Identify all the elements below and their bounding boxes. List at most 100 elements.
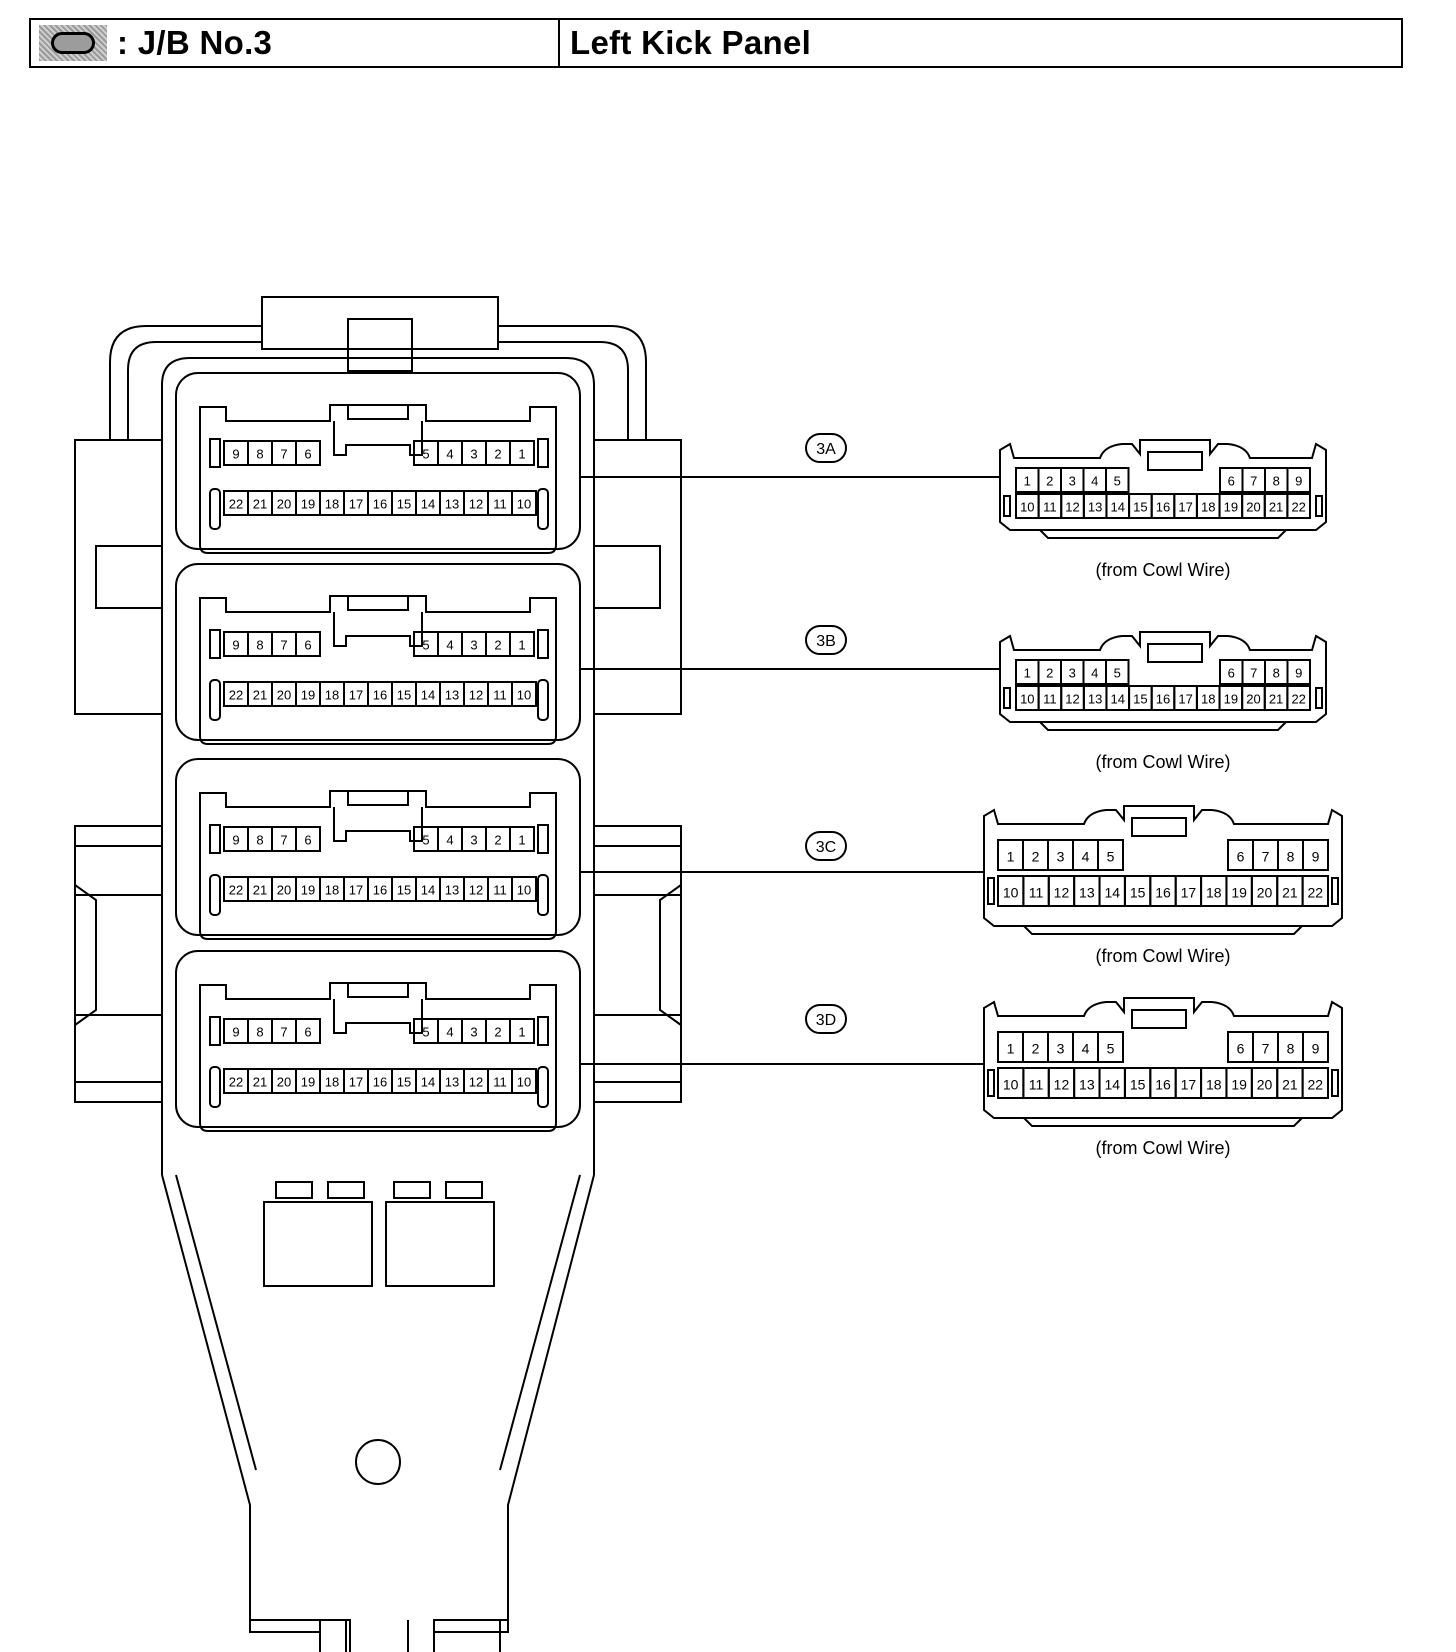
pin-cell: [511, 1068, 537, 1094]
pin-number: 17: [349, 882, 363, 897]
pin-number: 14: [421, 687, 435, 702]
pin-number: 13: [445, 1074, 459, 1089]
pin-number: 18: [325, 496, 339, 511]
pin-number: 12: [1065, 499, 1079, 514]
pin-number: 15: [397, 496, 411, 511]
pin-number: 11: [493, 1074, 507, 1089]
pin-number: 18: [325, 687, 339, 702]
pin-cell: [1286, 685, 1312, 711]
pin-number: 2: [494, 637, 501, 652]
connector-guide-left: [987, 877, 995, 905]
pin-number: 16: [1156, 499, 1170, 514]
pin-number: 1: [1007, 1041, 1015, 1057]
socket-outline: [199, 595, 557, 745]
pin-number: 17: [1178, 499, 1192, 514]
pin-cell: [295, 440, 321, 466]
pin-number: 18: [1201, 499, 1215, 514]
mounting-hole: [355, 1439, 401, 1485]
pin-number: 1: [1024, 473, 1031, 488]
pin-number: 15: [1133, 499, 1147, 514]
pin-number: 16: [1156, 691, 1170, 706]
pin-number: 14: [421, 496, 435, 511]
socket-polarity-left: [209, 438, 221, 468]
pin-cell: [1302, 1031, 1329, 1063]
pin-number: 5: [1114, 473, 1121, 488]
socket-key: [333, 421, 423, 456]
pin-cell: [1302, 839, 1329, 871]
pin-number: 7: [280, 1024, 287, 1039]
pin-number: 16: [373, 1074, 387, 1089]
pin-number: 12: [1054, 1077, 1070, 1093]
connector-id: 3A: [816, 441, 836, 458]
pin-number: 8: [256, 832, 263, 847]
socket-latch: [347, 595, 409, 611]
socket-latch: [347, 790, 409, 806]
pin-number: 15: [1133, 691, 1147, 706]
pin-cell: [1301, 1067, 1329, 1099]
pin-number: 7: [280, 832, 287, 847]
socket-polarity-left: [209, 1016, 221, 1046]
socket-polarity-right: [537, 824, 549, 854]
pin-number: 15: [1130, 885, 1146, 901]
top-tab: [261, 296, 499, 350]
pin-number: 19: [1231, 1077, 1247, 1093]
pin-number: 2: [1046, 473, 1053, 488]
pin-number: 18: [325, 882, 339, 897]
socket-key: [333, 612, 423, 647]
connector-base: [1039, 721, 1287, 731]
pin-number: 5: [1107, 1041, 1115, 1057]
pin-number: 17: [1181, 1077, 1197, 1093]
pin-number: 22: [1291, 691, 1305, 706]
pin-number: 8: [1273, 473, 1280, 488]
pin-number: 19: [1231, 885, 1247, 901]
connector-source-label: (from Cowl Wire): [1096, 946, 1231, 966]
pin-cell: [509, 631, 535, 657]
connector-housing: [999, 631, 1327, 723]
socket-guide-right: [537, 874, 549, 916]
pin-number: 20: [277, 496, 291, 511]
connector-source-label: (from Cowl Wire): [1096, 752, 1231, 772]
pin-number: 13: [1079, 1077, 1095, 1093]
pin-number: 11: [1029, 1077, 1044, 1093]
body-base-outline: [249, 1505, 509, 1632]
socket-guide-right: [537, 679, 549, 721]
pin-number: 12: [469, 687, 483, 702]
right-bracket-wedge: [659, 884, 682, 1026]
body-base-stem: [319, 1620, 435, 1652]
pin-number: 17: [1178, 691, 1192, 706]
connector-latch: [1131, 817, 1187, 837]
socket-guide-left: [209, 488, 221, 530]
right-bracket-lines: [594, 845, 681, 1083]
pin-number: 6: [1228, 665, 1235, 680]
pin-number: 8: [1273, 665, 1280, 680]
pin-number: 9: [1295, 473, 1302, 488]
pin-number: 22: [1308, 1077, 1324, 1093]
pin-cell: [295, 826, 321, 852]
pin-number: 14: [421, 882, 435, 897]
pin-number: 2: [494, 1024, 501, 1039]
pin-number: 2: [1032, 1041, 1040, 1057]
pin-number: 1: [1007, 849, 1015, 865]
pin-number: 21: [253, 1074, 267, 1089]
pin-number: 14: [1104, 885, 1120, 901]
pin-number: 22: [229, 882, 243, 897]
slot: [393, 1181, 431, 1199]
pin-number: 3: [1057, 1041, 1065, 1057]
pin-number: 4: [1091, 473, 1098, 488]
pin-number: 10: [517, 687, 531, 702]
pin-number: 12: [1054, 885, 1070, 901]
pin-number: 20: [277, 687, 291, 702]
pin-number: 6: [304, 832, 311, 847]
left-bracket-upper: [74, 439, 163, 715]
pin-number: 3: [470, 637, 477, 652]
pin-number: 2: [494, 446, 501, 461]
pin-number: 10: [1020, 691, 1034, 706]
pin-number: 11: [1029, 885, 1044, 901]
socket-polarity-right: [537, 1016, 549, 1046]
connector-latch: [1131, 1009, 1187, 1029]
right-bracket-upper: [593, 439, 682, 715]
pin-number: 6: [304, 446, 311, 461]
